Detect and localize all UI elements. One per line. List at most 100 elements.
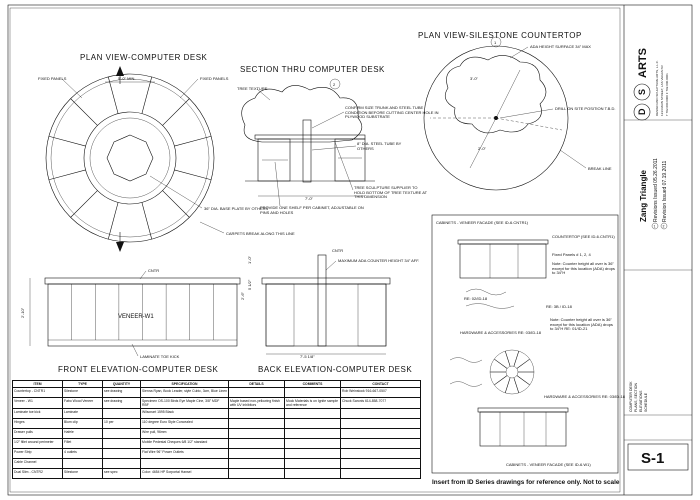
table-cell [340, 418, 421, 429]
table-cell [228, 458, 285, 469]
table-cell [102, 428, 141, 439]
sheet-number: S-1 [641, 450, 664, 467]
rev-mark-2: 2 [663, 225, 665, 229]
cabinet-reference: CABINETS - VENEER FACADE (SEE ID-6.CNTR1… [431, 214, 626, 474]
table-cell: Mock Materials is on Ignite sample and r… [284, 397, 341, 409]
front-elev-title: FRONT ELEVATION-COMPUTER DESK [58, 365, 218, 374]
counter-dim-a: 3'-0" [470, 76, 479, 81]
logo-letter-d: D [637, 108, 647, 115]
desk-panel-divider [48, 135, 86, 147]
front-veneer: VENEER-W1 [118, 314, 154, 320]
plan-view-countertop: PLAN VIEW-SILESTONE COUNTERTOP 1 ADA HEI… [418, 31, 615, 191]
table-cell [62, 458, 103, 469]
schedule-header-cell: CONTACT [340, 380, 421, 388]
plan-desk-fixed-left: FIXED PANELS [38, 76, 67, 81]
desk-panel-divider [174, 169, 212, 181]
section-steel-tube-note: 8" DIA. STEEL TUBE BY OTHERS [357, 142, 402, 151]
table-cell: see drawing [102, 397, 141, 409]
table-cell [340, 468, 421, 479]
table-cell [228, 438, 285, 449]
logo-text: ARTS [637, 48, 649, 78]
table-row: Cable Channel [12, 458, 421, 469]
cab-countertop [457, 239, 549, 245]
revision-2: Revision Issued 07.19.2011 [662, 160, 668, 222]
cab-bottom-body [479, 411, 567, 447]
cab-hardware: HARDWARE & ACCESSORIES RE: 03/ID-18 [460, 330, 542, 335]
desk-panel-divider [174, 135, 212, 147]
schedule-header-cell: ITEM [12, 380, 63, 388]
section-desk-title: SECTION THRU COMPUTER DESK [240, 65, 385, 74]
front-dim-h4: 1'-0" [247, 255, 252, 264]
table-cell [228, 428, 285, 439]
table-cell [284, 408, 341, 419]
table-cell [284, 418, 341, 429]
table-cell: Veneer - W1 [12, 397, 63, 409]
table-cell: 110 degree Euro Style Concealed [140, 418, 229, 429]
sheet-title-4: SCHEDULE [644, 392, 648, 412]
cabinet-caption: Insert from ID Series drawings for refer… [432, 479, 620, 486]
table-cell: Cable Channel [12, 458, 63, 469]
back-cabinet-right [357, 283, 387, 347]
section-steel-tube [302, 119, 312, 183]
tree-cloud [241, 85, 363, 143]
table-cell [140, 458, 229, 469]
back-elevation: CNTR MAXIMUM ADA COUNTER HEIGHT 34" AFF.… [258, 248, 419, 374]
cab-note1: Note: Counter height all over is 36" exc… [552, 262, 615, 276]
table-cell [340, 408, 421, 419]
back-cabinet-left [265, 283, 295, 347]
countertop-tree-cloud [444, 55, 547, 134]
table-cell: Rob Weinstock 916-667-0507 [340, 387, 421, 398]
table-cell: Dual Slim - CNTR2 [12, 468, 63, 479]
back-dim-width: 7'-5 1/8" [300, 354, 315, 359]
back-max-ada: MAXIMUM ADA COUNTER HEIGHT 34" AFF. [338, 258, 419, 263]
section-sculpture-note: TREE SCULPTURE SUPPLIER TO HOLD BOTTOM O… [354, 186, 427, 200]
schedule-header-cell: DETAILS [228, 380, 285, 388]
fan-ring [489, 349, 535, 395]
schedule-header-cell: SPECIFICATION [140, 380, 229, 388]
desk-panel-divider [107, 202, 119, 240]
fan-panel-line [516, 375, 530, 386]
logo-circle-s [633, 83, 651, 101]
table-cell: 1/2" fillet around perimeter [12, 438, 63, 449]
countertop-circle [423, 45, 569, 191]
cab-countertop-note: COUNTERTOP (SEE ID-6.CNTR1) [552, 234, 615, 239]
counter-title: PLAN VIEW-SILESTONE COUNTERTOP [418, 31, 582, 40]
table-cell: 4 outlets [62, 448, 103, 459]
cab-fixed-panels: Fixed Panels # 1, 2, 4 [552, 252, 591, 257]
table-cell: Silestone [62, 468, 103, 479]
desk-panel-divider [48, 169, 86, 181]
table-cell: Wire pull, 96mm [140, 428, 229, 439]
counter-drill-note: DRILL ON SITE POSITION T.B.D. [555, 106, 615, 111]
table-cell [102, 438, 141, 449]
plan-desk-dim-top: 5'-0" MIN. [118, 76, 136, 81]
schedule-header-cell: TYPE [62, 380, 103, 388]
back-center: CNTR [332, 248, 343, 253]
cab-note2: Note: Counter height all over is 36" exc… [550, 318, 613, 332]
counter-marker-circle [490, 36, 502, 48]
plan-desk-base-plate: 36" DIA. BASE PLATE BY OTHERS [204, 206, 269, 211]
plan-desk-title: PLAN VIEW-COMPUTER DESK [80, 53, 208, 62]
section-tree-texture: TREE TEXTURE [237, 86, 268, 91]
counter-dim-b: 2'-0" [478, 146, 487, 151]
table-cell [284, 468, 341, 479]
cab-hardware2: HARDWARE & ACCESSORIES RE: 03/ID-18 [544, 394, 626, 399]
fan-panel-line [494, 375, 508, 386]
table-cell: see drawing [102, 387, 141, 398]
cab-bottom-countertop [477, 407, 569, 413]
fan-panel-line [516, 358, 530, 369]
drawing-area-border [9, 7, 621, 493]
table-cell [284, 387, 341, 398]
front-dim-h3: 5 1/2" [247, 279, 252, 290]
table-cell: Sienna Ryan, Book Leader, style Cubic, 3… [140, 387, 229, 398]
desk-inner-ring [89, 117, 171, 199]
table-cell [228, 468, 285, 479]
plan-desk-fixed-right: FIXED PANELS [200, 76, 229, 81]
table-cell: Silestone [62, 387, 103, 398]
table-cell: Blum clip [62, 418, 103, 429]
